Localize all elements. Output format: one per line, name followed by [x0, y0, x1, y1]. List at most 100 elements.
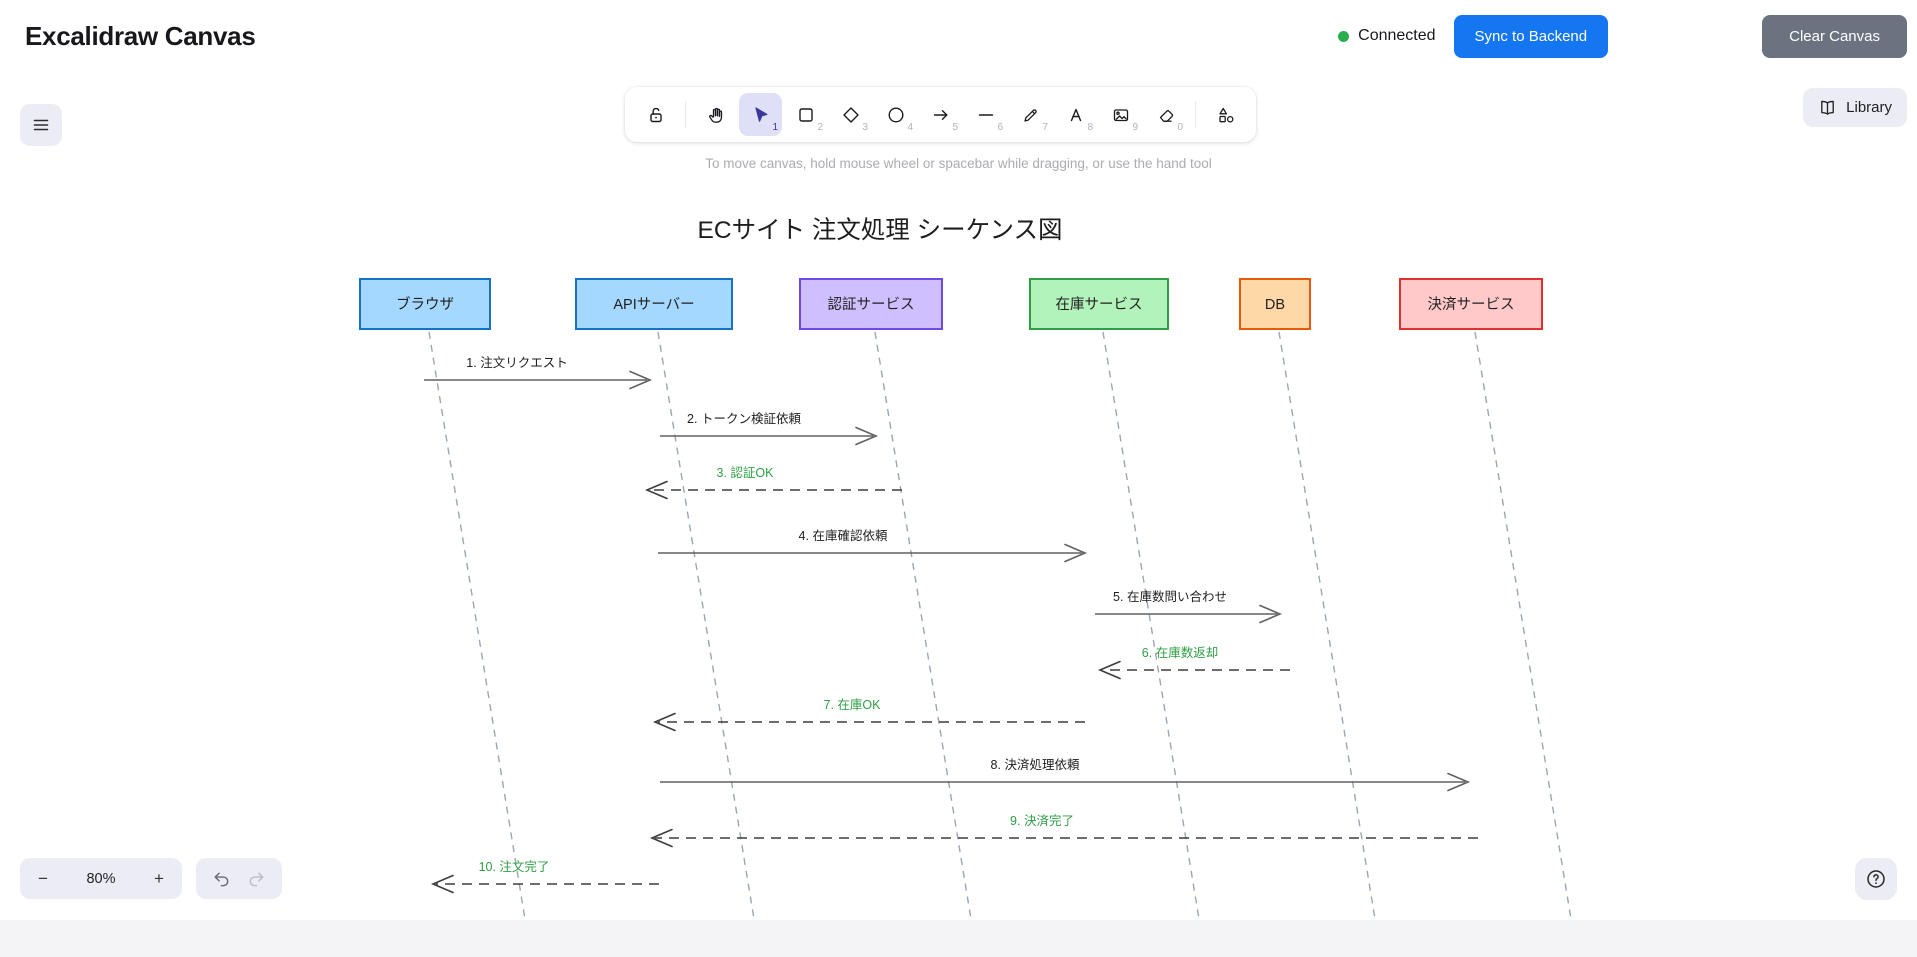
tool-diamond-button[interactable]: 3 [829, 93, 872, 136]
actor-label-4[interactable]: DB [1265, 297, 1285, 313]
actor-label-3[interactable]: 在庫サービス [1056, 296, 1143, 313]
lifeline-3[interactable] [1102, 331, 1200, 920]
history-controls [196, 858, 282, 899]
undo-icon [211, 868, 232, 889]
actor-box-0[interactable] [359, 278, 491, 330]
tool-shortcut: 8 [1087, 122, 1093, 133]
zoom-out-button[interactable]: − [20, 868, 66, 890]
actor-label-5[interactable]: 決済サービス [1428, 296, 1515, 313]
actor-label-2[interactable]: 認証サービス [828, 296, 915, 313]
tool-shortcut: 4 [907, 122, 913, 133]
zoom-in-button[interactable]: + [136, 868, 182, 890]
toolbar-divider [685, 101, 686, 128]
diamond-icon [841, 105, 861, 125]
lifeline-0[interactable] [428, 331, 526, 920]
zoom-level[interactable]: 80% [86, 870, 116, 887]
question-mark-icon [1865, 868, 1887, 890]
message-label-8[interactable]: 8. 決済処理依頼 [991, 757, 1080, 772]
book-icon [1818, 98, 1837, 117]
tool-shortcut: 2 [817, 122, 823, 133]
app-title: Excalidraw Canvas [25, 20, 256, 51]
actor-box-2[interactable] [799, 278, 943, 330]
tool-shapes-button[interactable] [1204, 93, 1247, 136]
lifeline-2[interactable] [874, 331, 972, 920]
message-label-3[interactable]: 3. 認証OK [717, 465, 775, 480]
message-arrowhead-7[interactable] [652, 712, 676, 732]
message-arrowhead-10[interactable] [430, 874, 454, 894]
footer-strip [0, 920, 1917, 957]
sync-to-backend-button[interactable]: Sync to Backend [1453, 14, 1609, 58]
actor-box-4[interactable] [1239, 278, 1311, 330]
tool-eraser-button[interactable]: 0 [1144, 93, 1187, 136]
message-arrowhead-3[interactable] [644, 480, 668, 500]
clear-canvas-button[interactable]: Clear Canvas [1762, 14, 1907, 58]
toolbar-divider [1195, 101, 1196, 128]
main-menu-button[interactable] [20, 104, 62, 146]
diagram-title[interactable]: ECサイト 注文処理 シーケンス図 [698, 216, 1063, 244]
redo-icon [246, 868, 267, 889]
tool-ellipse-button[interactable]: 4 [874, 93, 917, 136]
tool-shortcut: 0 [1177, 122, 1183, 133]
message-arrowhead-8[interactable] [1447, 772, 1471, 792]
help-button[interactable] [1855, 858, 1897, 900]
message-label-4[interactable]: 4. 在庫確認依頼 [799, 528, 888, 543]
hamburger-icon [31, 115, 51, 135]
tool-shortcut: 7 [1042, 122, 1048, 133]
eraser-icon [1156, 105, 1176, 125]
undo-button[interactable] [211, 868, 232, 889]
message-label-9[interactable]: 9. 決済完了 [1010, 813, 1074, 828]
message-arrowhead-5[interactable] [1259, 604, 1283, 624]
tool-shortcut: 3 [862, 122, 868, 133]
message-arrowhead-1[interactable] [629, 370, 653, 390]
tool-line-button[interactable]: 6 [964, 93, 1007, 136]
tool-arrow-button[interactable]: 5 [919, 93, 962, 136]
message-label-2[interactable]: 2. トークン検証依頼 [687, 411, 801, 426]
image-icon [1111, 105, 1131, 125]
lifeline-5[interactable] [1474, 331, 1572, 920]
actor-label-0[interactable]: ブラウザ [396, 295, 454, 313]
ellipse-icon [886, 105, 906, 125]
tool-hand-button[interactable] [694, 93, 737, 136]
actor-box-3[interactable] [1029, 278, 1169, 330]
redo-button[interactable] [246, 868, 267, 889]
lifeline-4[interactable] [1278, 331, 1376, 920]
connection-status: Connected [1338, 27, 1436, 45]
tool-draw-button[interactable]: 7 [1009, 93, 1052, 136]
library-button[interactable]: Library [1803, 88, 1907, 127]
shapes-icon [1216, 105, 1236, 125]
line-icon [976, 105, 996, 125]
message-arrowhead-9[interactable] [649, 828, 673, 848]
rectangle-icon [796, 105, 816, 125]
tool-image-button[interactable]: 9 [1099, 93, 1142, 136]
actor-box-1[interactable] [575, 278, 733, 330]
tool-island: 1 2 3 4 5 6 7 8 9 0 [625, 87, 1256, 142]
tool-shortcut: 1 [772, 122, 778, 133]
message-arrowhead-2[interactable] [855, 426, 879, 446]
actor-label-1[interactable]: APIサーバー [613, 297, 694, 313]
tool-selection-button[interactable]: 1 [739, 93, 782, 136]
status-label: Connected [1358, 27, 1436, 44]
tool-rectangle-button[interactable]: 2 [784, 93, 827, 136]
message-label-7[interactable]: 7. 在庫OK [824, 698, 882, 712]
tool-shortcut: 5 [952, 122, 958, 133]
app-header: Excalidraw Canvas Connected Sync to Back… [0, 0, 1917, 72]
lifeline-1[interactable] [657, 331, 755, 920]
message-arrowhead-4[interactable] [1064, 543, 1088, 563]
message-label-5[interactable]: 5. 在庫数問い合わせ [1113, 589, 1227, 604]
lock-icon [646, 105, 666, 125]
draw-icon [1021, 105, 1041, 125]
message-arrowhead-6[interactable] [1097, 660, 1121, 680]
hand-icon [706, 105, 726, 125]
tool-shortcut: 6 [997, 122, 1003, 133]
message-label-10[interactable]: 10. 注文完了 [479, 859, 550, 874]
tool-lock-button[interactable] [634, 93, 677, 136]
status-dot [1338, 30, 1350, 42]
tool-shortcut: 9 [1132, 122, 1138, 133]
message-label-1[interactable]: 1. 注文リクエスト [466, 355, 567, 370]
text-icon [1066, 105, 1086, 125]
library-label: Library [1846, 99, 1892, 116]
actor-box-5[interactable] [1399, 278, 1543, 330]
tool-text-button[interactable]: 8 [1054, 93, 1097, 136]
message-label-6[interactable]: 6. 在庫数返却 [1142, 645, 1218, 660]
